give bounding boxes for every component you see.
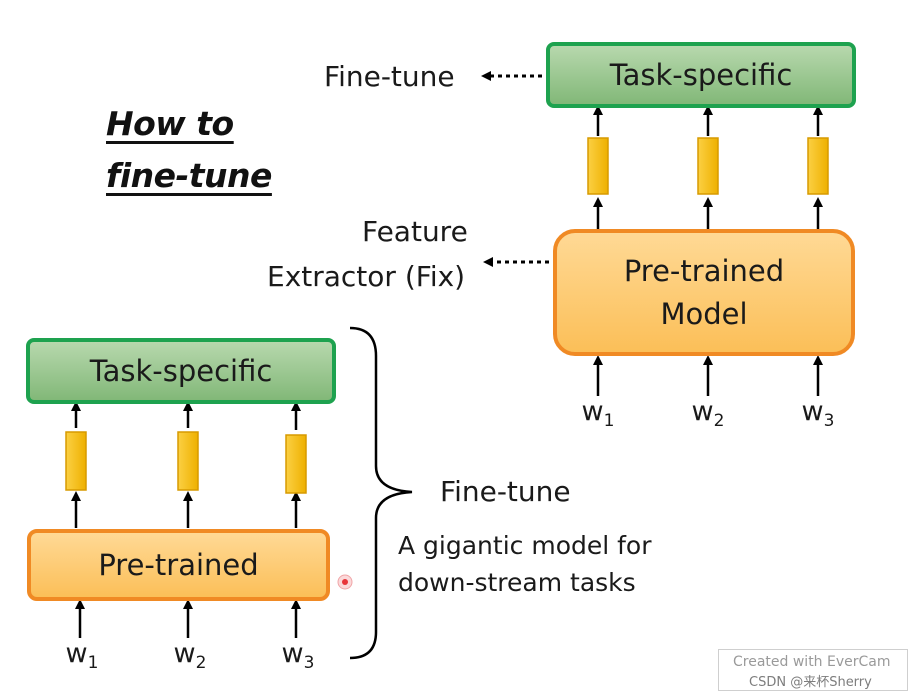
curly-brace: [349, 326, 413, 660]
top-pretrained-label-line-2: Model: [660, 296, 748, 331]
feature-label: Feature: [362, 215, 468, 248]
bottom-feature-vector-3: [285, 434, 307, 494]
description-line-1: A gigantic model for: [398, 531, 652, 560]
slide-title-line-2: fine-tune: [106, 156, 272, 195]
top-task-specific-box: Task-specific: [546, 42, 856, 108]
bottom-task-specific-label: Task-specific: [89, 353, 273, 388]
fine-tune-label: Fine-tune: [324, 60, 455, 93]
top-pretrained-model-box: Pre-trained Model: [553, 229, 855, 356]
watermark-csdn-text: CSDN @来杯Sherry: [749, 675, 872, 690]
top-input-token-2: w2: [691, 396, 725, 431]
bottom-pretrained-label: Pre-trained: [98, 547, 259, 582]
top-feature-vector-3: [807, 137, 829, 195]
bottom-pretrained-box: Pre-trained: [27, 529, 330, 601]
bottom-task-specific-box: Task-specific: [26, 338, 336, 404]
top-feature-vector-2: [697, 137, 719, 195]
brace-fine-tune-label: Fine-tune: [440, 475, 571, 508]
watermark: Created with EverCam CSDN @来杯Sherry: [718, 649, 908, 691]
top-input-token-3: w3: [801, 396, 835, 431]
bottom-feature-vector-2: [177, 431, 199, 491]
extractor-fix-label: Extractor (Fix): [267, 260, 466, 293]
bottom-input-token-2: w2: [173, 638, 207, 673]
top-task-specific-label: Task-specific: [609, 57, 793, 92]
watermark-evercam-text: Created with EverCam: [733, 654, 891, 670]
slide-title-line-1: How to: [106, 104, 234, 143]
top-feature-vector-1: [587, 137, 609, 195]
description-line-2: down-stream tasks: [398, 568, 636, 597]
bottom-feature-vector-1: [65, 431, 87, 491]
pointer-dot-center: [342, 579, 348, 585]
bottom-input-token-3: w3: [281, 638, 315, 673]
bottom-input-token-1: w1: [65, 638, 99, 673]
top-input-token-1: w1: [581, 396, 615, 431]
top-pretrained-label-line-1: Pre-trained: [623, 254, 785, 289]
